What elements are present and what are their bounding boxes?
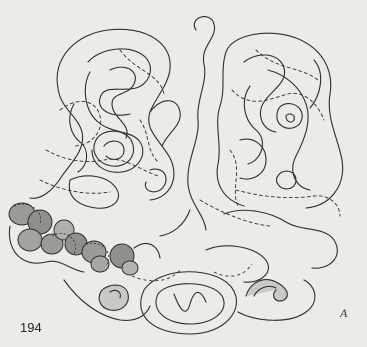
left-lobe-coil-5 [150, 101, 180, 146]
helix-bead-10 [122, 261, 138, 275]
right-lobe [206, 33, 343, 282]
center-strand [160, 17, 215, 236]
right-lobe-left-edge [217, 52, 244, 206]
helix-bead-8 [91, 256, 109, 272]
left-dashed-strand-2 [120, 50, 164, 94]
left-lobe-coil-2 [85, 72, 142, 172]
right-lobe-dashed [200, 50, 340, 226]
right-lobe-outer-loop [226, 33, 343, 208]
left-lobe-dashed [40, 50, 164, 193]
right-dashed-strand-5 [200, 200, 270, 226]
left-lobe-coil-1 [88, 49, 150, 115]
right-lobe-coil-2 [244, 86, 262, 164]
right-lobe-ring-b [286, 114, 294, 122]
bottom-v-turn [174, 292, 206, 311]
right-dashed-strand-3 [230, 150, 238, 206]
bottom-oval-loop [141, 272, 237, 334]
bottom-dashed-2 [214, 264, 252, 276]
left-lobe-coil-3 [110, 67, 135, 138]
left-dashed-strand-4 [40, 180, 110, 193]
right-lobe-ring-a [277, 104, 302, 129]
helix-lead-out [134, 243, 160, 258]
page-number: 194 [20, 320, 42, 335]
right-lobe-ring-c [277, 171, 297, 189]
bottom-structures [64, 272, 315, 334]
left-lobe-inner-tube-b [104, 141, 124, 159]
center-strand-b [160, 210, 190, 236]
left-lobe-hairpin [145, 169, 166, 192]
left-lobe [30, 29, 180, 208]
helix-bead-3 [18, 229, 42, 251]
right-lobe-coil-1 [244, 55, 285, 132]
corner-letter-mark: A [340, 306, 347, 321]
right-dashed-strand-2 [236, 190, 340, 216]
bottom-tube-left [99, 285, 128, 310]
right-lobe-coil-3 [268, 70, 310, 190]
bottom-hook [246, 280, 287, 301]
bottom-dashed [132, 264, 252, 281]
shaded-helix-cluster [9, 203, 138, 275]
center-hairpin [188, 17, 215, 230]
left-lobe-outer-loop-2 [30, 88, 83, 198]
